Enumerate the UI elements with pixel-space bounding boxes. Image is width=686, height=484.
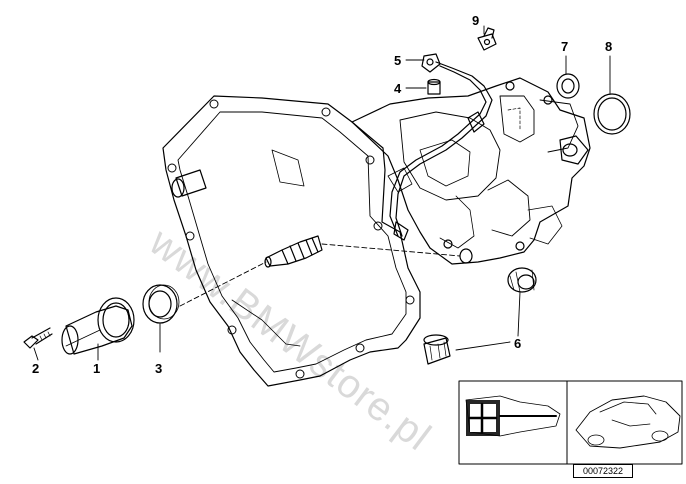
- gearbox-case: [351, 77, 591, 265]
- callout-7: 7: [561, 39, 569, 54]
- leader-lines: [33, 25, 611, 361]
- input-shaft: [264, 235, 323, 268]
- callout-6: 6: [514, 336, 522, 351]
- callout-9: 9: [472, 13, 480, 28]
- part-6-plug-a: [507, 267, 537, 293]
- callout-2: 2: [32, 361, 40, 376]
- bell-housing: [162, 95, 421, 387]
- breather-pipe: [389, 61, 493, 241]
- part-2-bolt: [23, 327, 53, 349]
- part-8-o-ring: [593, 93, 631, 135]
- part-1-guide-sleeve: [61, 297, 135, 355]
- part-9-switch: [477, 27, 497, 51]
- part-6-plug-b: [423, 334, 451, 365]
- callout-5: 5: [394, 53, 402, 68]
- callout-1: 1: [93, 361, 101, 376]
- callout-8: 8: [605, 39, 613, 54]
- part-3-shaft-seal: [142, 284, 180, 324]
- callout-4: 4: [394, 81, 402, 96]
- part-5-connector: [421, 53, 441, 73]
- thumbnail-panel: [458, 380, 683, 465]
- callout-3: 3: [155, 361, 163, 376]
- part-7-shaft-seal: [556, 73, 580, 99]
- part-4-sleeve: [427, 78, 441, 95]
- reference-code: 00072322: [573, 464, 633, 478]
